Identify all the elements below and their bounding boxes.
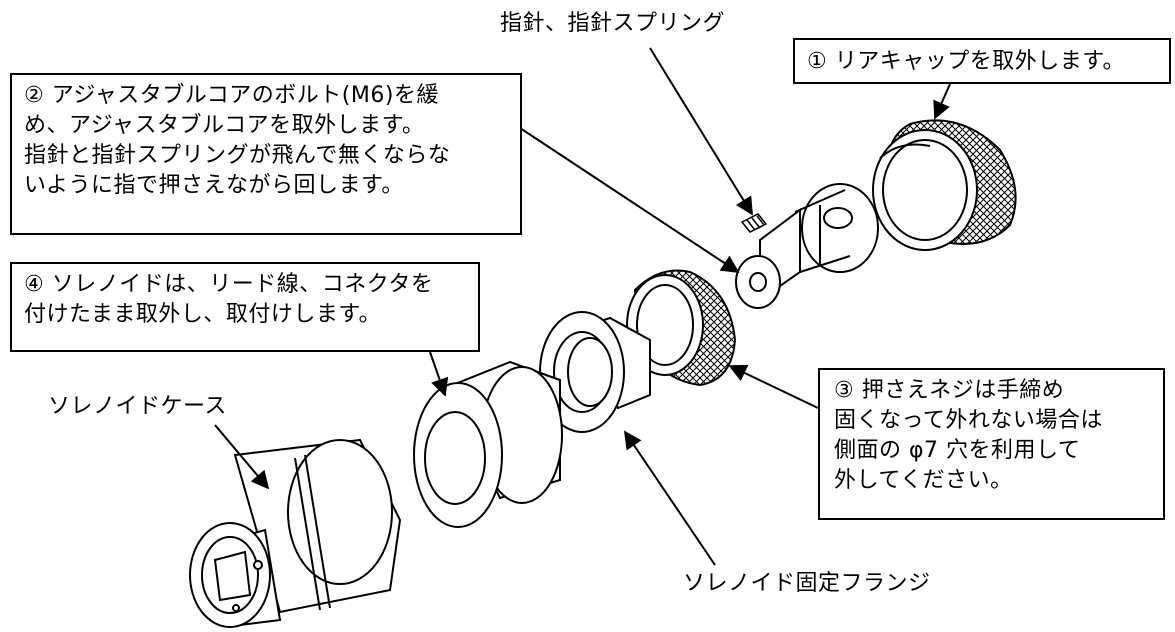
leader-pointer bbox=[649, 47, 753, 216]
leader-solenoid-case bbox=[214, 424, 270, 490]
solenoid-case-label: ソレノイドケース bbox=[48, 394, 227, 419]
pointer-pin bbox=[740, 213, 768, 233]
callout-step-2-line-3: 指針と指針スプリングが飛んで無くならな bbox=[24, 143, 451, 168]
callout-step-3-line-3: 側面の φ7 穴を利用して bbox=[834, 438, 1081, 463]
callout-step-2-line-4: いように指で押さえながら回します。 bbox=[24, 173, 404, 198]
callout-step-3-line-4: 外してください。 bbox=[834, 468, 1013, 493]
callout-step-2-line-1: ② アジャスタブルコアのボルト(M6)を緩 bbox=[24, 83, 439, 108]
solenoid-coil bbox=[413, 360, 563, 528]
leader-solenoid-coil bbox=[429, 351, 449, 397]
solenoid-case bbox=[189, 438, 402, 628]
pointer-and-spring-label: 指針、指針スプリング bbox=[500, 11, 726, 36]
adjustable-core bbox=[735, 183, 879, 309]
callout-step-3-line-1: ③ 押さえネジは手締め bbox=[834, 378, 1065, 403]
solenoid-fixing-flange-label: ソレノイド固定フランジ bbox=[683, 571, 931, 596]
callout-step-2-line-2: め、アジャスタブルコアを取外します。 bbox=[24, 113, 425, 138]
callout-step-4-line-2: 付けたまま取外し、取付けします。 bbox=[24, 302, 382, 327]
callout-step-2: ② アジャスタブルコアのボルト(M6)を緩 め、アジャスタブルコアを取外します。… bbox=[10, 73, 522, 235]
callout-step-4: ④ ソレノイドは、リード線、コネクタを 付けたまま取外し、取付けします。 bbox=[10, 262, 480, 352]
callout-step-1-line: ① リアキャップを取外します。 bbox=[807, 49, 1126, 74]
leader-pressing-screw bbox=[728, 364, 819, 409]
rear-cap bbox=[872, 119, 1017, 251]
leader-fixing-flange bbox=[623, 430, 716, 566]
leader-lines bbox=[214, 47, 951, 566]
callout-step-4-line-1: ④ ソレノイドは、リード線、コネクタを bbox=[24, 272, 434, 297]
leader-adjustable-core bbox=[519, 127, 740, 273]
callout-step-1: ① リアキャップを取外します。 bbox=[793, 38, 1171, 84]
callout-step-3-line-2: 固くなって外れない場合は bbox=[834, 408, 1103, 433]
leader-rear-cap bbox=[933, 83, 951, 120]
callout-step-3: ③ 押さえネジは手締め 固くなって外れない場合は 側面の φ7 穴を利用して 外… bbox=[818, 368, 1165, 520]
